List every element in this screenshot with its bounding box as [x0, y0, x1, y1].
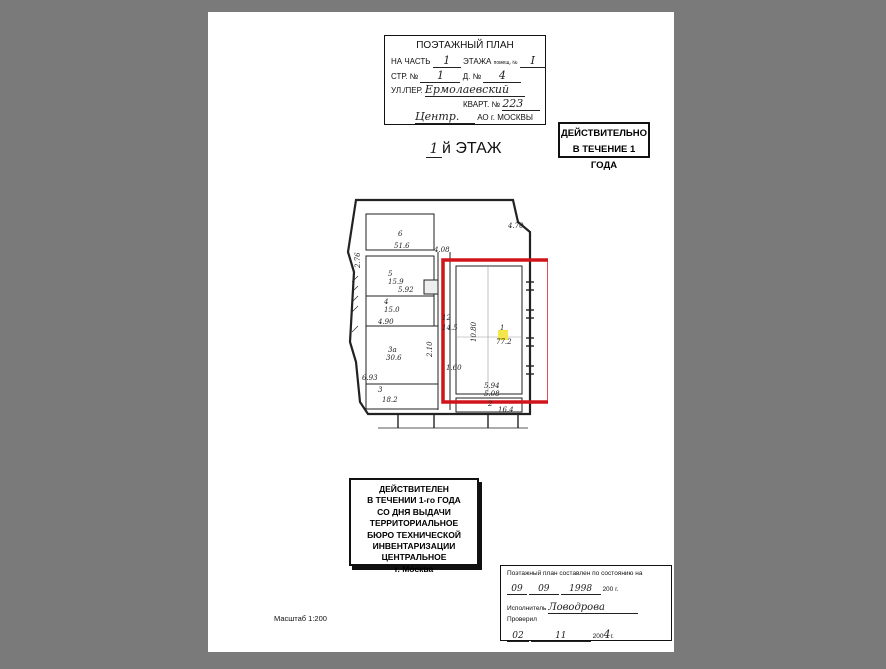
- label-room4-area: 15.0: [384, 306, 400, 314]
- state-block: Поэтажный план составлен по состоянию на…: [500, 565, 672, 642]
- label-dim-w: 5.94: [484, 382, 500, 390]
- bti-stamp: ДЕЙСТВИТЕЛЕН В ТЕЧЕНИИ 1-го ГОДА СО ДНЯ …: [349, 478, 479, 574]
- label-room3a-dim: 6.93: [362, 374, 378, 382]
- state-executor-row: Исполнитель Ловодрова: [507, 602, 639, 614]
- title-row-district: Центр. АО г. МОСКВЫ: [415, 110, 533, 124]
- label-room3: 3: [378, 386, 383, 394]
- title-row-building: СТР. № 1 Д. № 4: [391, 69, 522, 83]
- title-block-heading: ПОЭТАЖНЫЙ ПЛАН: [416, 40, 514, 51]
- label-dim-small: 1.60: [446, 364, 462, 372]
- label-dim-top: 4.08: [433, 246, 450, 254]
- label-dim-small2: 2.76: [354, 252, 362, 269]
- label-room2-area: 16.4: [498, 406, 514, 414]
- document-page: ПОЭТАЖНЫЙ ПЛАН НА ЧАСТЬ 1 ЭТАЖА помещ. №…: [208, 12, 674, 652]
- label-dim-side: 2.10: [426, 341, 434, 358]
- label-room1: 1: [500, 324, 504, 332]
- scale-label: Масштаб 1:200: [274, 614, 327, 623]
- title-row-kvart: КВАРТ. № 223: [463, 97, 541, 111]
- label-room12-area: 14.5: [442, 324, 458, 332]
- highlight-frame: [441, 258, 548, 404]
- label-room5-area: 15.9: [388, 278, 404, 286]
- label-room3-area: 18.2: [382, 396, 398, 404]
- label-room4: 4: [383, 298, 388, 306]
- title-block: ПОЭТАЖНЫЙ ПЛАН НА ЧАСТЬ 1 ЭТАЖА помещ. №…: [384, 35, 546, 125]
- sticky-marker: [498, 330, 508, 340]
- label-room3a-area: 30.6: [386, 354, 402, 362]
- label-room6: 6: [398, 230, 403, 238]
- label-room2: 2: [487, 400, 493, 408]
- state-date-row: 09 09 1998 200 г.: [507, 584, 619, 595]
- label-dim-small3: 4.70: [507, 222, 524, 230]
- label-room1-area: 77.2: [496, 338, 512, 346]
- label-room3a: 3а: [388, 346, 397, 354]
- label-room12: 12: [442, 314, 451, 322]
- label-room5-dim: 5.92: [398, 286, 414, 294]
- label-dim-w2: 5.08: [484, 390, 500, 398]
- label-dim-h: 10.80: [470, 321, 478, 342]
- label-room4-dim: 4.90: [377, 318, 394, 326]
- label-room6-area: 51.6: [394, 242, 410, 250]
- floor-plan: 6 51.6 5 15.9 5.92 4 15.0 4.90 3а 30.6 6…: [346, 198, 548, 429]
- title-row-floor: НА ЧАСТЬ 1 ЭТАЖА помещ. № I: [391, 54, 546, 68]
- title-row-street: УЛ./ПЕР. Ермолаевский: [391, 83, 525, 97]
- validity-stamp: ДЕЙСТВИТЕЛЬНО В ТЕЧЕНИЕ 1 ГОДА: [558, 122, 650, 171]
- state-check-row: 02 11 2004г.: [507, 628, 614, 642]
- label-room5: 5: [388, 270, 393, 278]
